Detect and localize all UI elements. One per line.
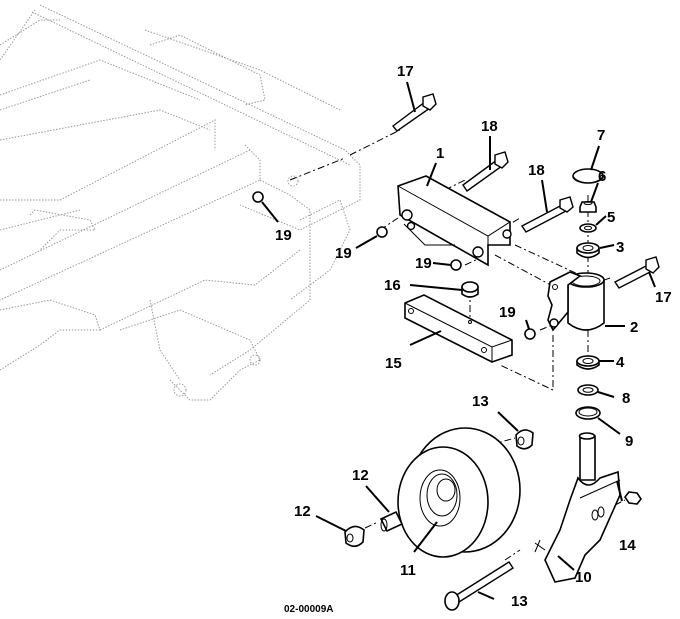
bolt-18-rear	[462, 151, 509, 192]
axle-spacer-tube-11	[379, 510, 404, 533]
callout-labels: 17 18 18 1 7 6 5 3 17 2 4 8 9 19 19 19 1…	[275, 63, 672, 615]
callout-2: 2	[630, 319, 638, 336]
bolt-18-front	[520, 196, 574, 233]
washer-4	[579, 223, 597, 233]
callout-4: 5	[607, 209, 615, 226]
dust-cap-6	[572, 168, 604, 184]
caster-mount-bracket	[397, 175, 512, 267]
spacer-block-15	[404, 294, 513, 363]
callout-17-housing: 17	[655, 289, 672, 306]
caster-fork-9	[534, 432, 621, 583]
nut-19-housing	[524, 328, 536, 340]
callout-19-bracket-center: 19	[415, 255, 432, 272]
bolt-17-housing	[613, 256, 660, 289]
nut-19-deck	[252, 191, 264, 203]
callout-12-right: 13	[472, 393, 489, 410]
callout-3-lower: 4	[616, 354, 625, 371]
wheel-bearing-12-right	[515, 429, 534, 450]
bearing-3-lower	[576, 355, 600, 370]
callout-13: 13	[511, 593, 528, 610]
callout-6: 7	[597, 127, 605, 144]
nut-19-bracket-left	[376, 226, 388, 238]
seal-8	[575, 406, 601, 420]
callout-19-housing: 19	[499, 304, 516, 321]
callout-19-deck: 19	[275, 227, 292, 244]
figure-id: 02-00009A	[284, 604, 333, 615]
mower-deck-frame	[0, 4, 361, 401]
callout-12-left: 12	[294, 503, 311, 520]
spacer-7	[577, 384, 599, 396]
bumper-16	[461, 281, 479, 298]
caster-wheel-10	[397, 427, 521, 558]
callout-10: 11	[400, 562, 416, 579]
axle-bolt-13	[444, 561, 514, 611]
locknut-5	[579, 201, 597, 213]
caster-pivot-housing	[547, 271, 605, 332]
callout-14: 14	[619, 537, 636, 554]
callout-3-upper: 3	[616, 239, 624, 256]
callout-18-rear: 18	[481, 118, 498, 135]
callout-18-front: 18	[528, 162, 545, 179]
callout-16: 16	[384, 277, 401, 294]
bearing-3-upper	[576, 242, 600, 259]
callout-17-top: 17	[397, 63, 414, 80]
leader-lines	[261, 81, 656, 600]
callout-8: 9	[625, 433, 633, 450]
callout-7: 8	[622, 390, 630, 407]
callout-5: 6	[598, 168, 606, 185]
callout-1: 1	[436, 145, 444, 162]
callout-9: 10	[575, 569, 592, 586]
nut-19-bracket-center	[450, 259, 462, 271]
axle-nut-14	[624, 491, 642, 505]
callout-19-bracket-left: 19	[335, 245, 352, 262]
callout-11: 12	[352, 467, 369, 484]
callout-15: 15	[385, 355, 402, 372]
bolt-17-deck	[392, 93, 437, 132]
wheel-bearing-12-left	[344, 525, 365, 548]
